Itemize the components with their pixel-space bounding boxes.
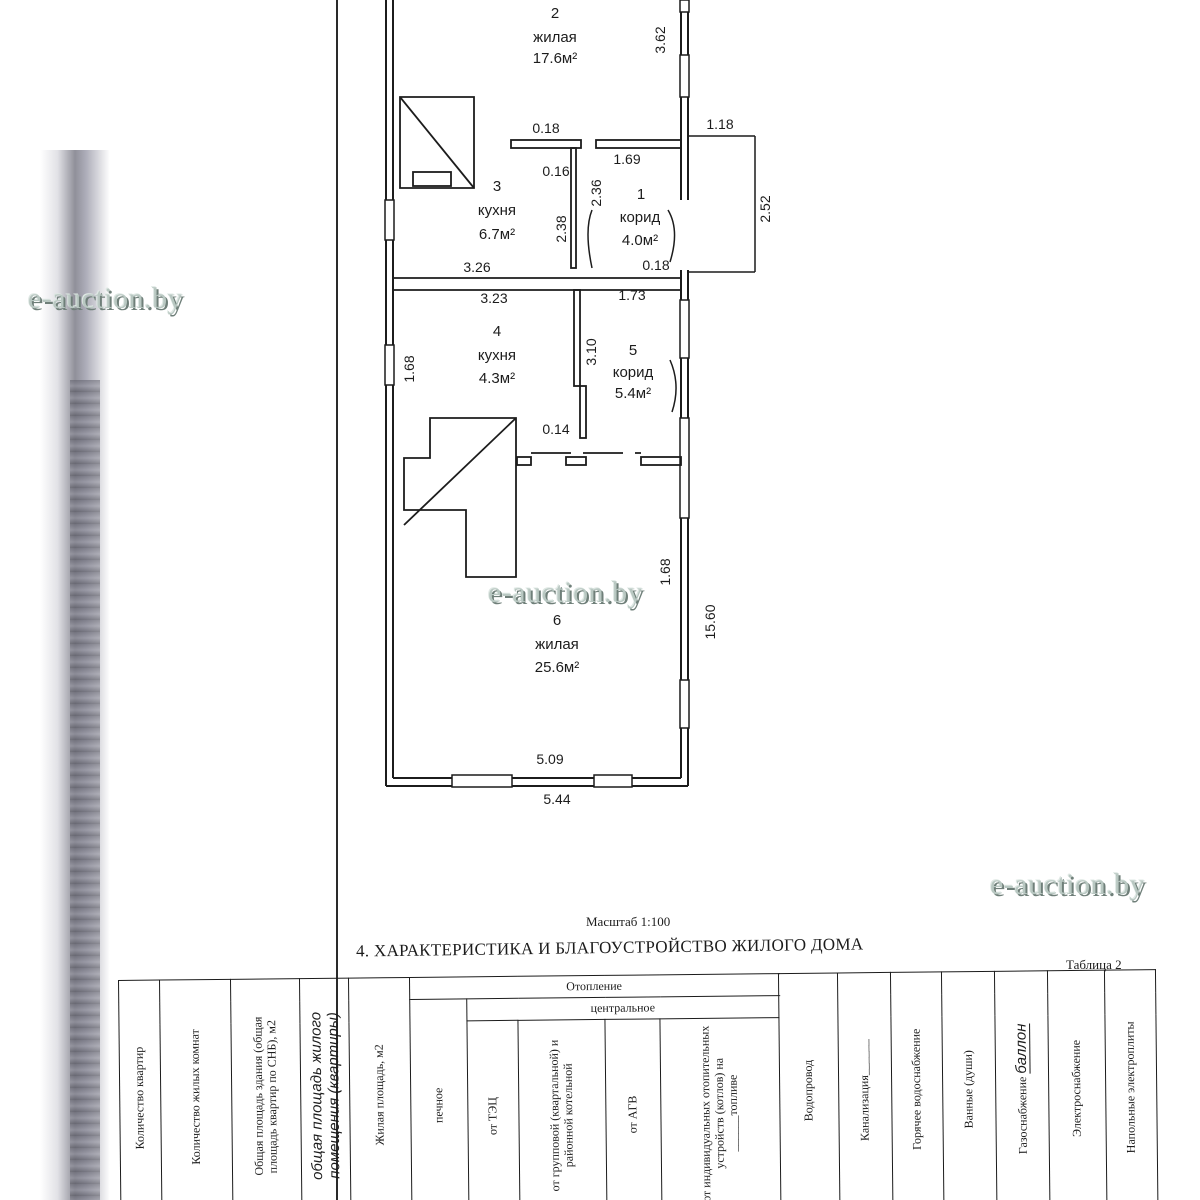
room-2-number: 2	[551, 5, 559, 22]
dim-0-14: 0.14	[542, 421, 569, 437]
header-stove: печное	[409, 998, 469, 1200]
room-3-type: кухня	[478, 202, 516, 219]
room-3-area: 6.7м²	[479, 226, 515, 243]
dim-3-10: 3.10	[583, 338, 599, 365]
header-apartments: Количество квартир	[118, 980, 163, 1200]
dim-15-60: 15.60	[702, 604, 718, 639]
door-swings	[587, 209, 677, 413]
room-4-type: кухня	[478, 347, 516, 364]
header-electric: Электроснабжение	[1047, 970, 1107, 1200]
dim-5-09: 5.09	[536, 751, 563, 767]
table-number-label: Таблица 2	[1066, 957, 1122, 972]
windows	[384, 0, 690, 788]
scan-binding-edge	[70, 380, 100, 1200]
header-water: Водопровод	[778, 972, 840, 1200]
room-4-number: 4	[493, 323, 501, 340]
dim-1-68-right: 1.68	[657, 558, 673, 585]
floor-plan: 2 жилая 17.6м² 3 кухня 6.7м² 1 корид 4.0…	[384, 0, 773, 807]
header-group-boiler: от групповой (квартальной) и районной ко…	[517, 1019, 607, 1200]
header-individual: от индивидуальных отопительных устройств…	[659, 1017, 781, 1200]
watermark-center: e-auction.by	[488, 576, 644, 609]
room-5-type: корид	[613, 364, 654, 381]
room-2-area: 17.6м²	[533, 50, 578, 67]
room-3-number: 3	[493, 178, 501, 195]
dim-3-23: 3.23	[480, 290, 507, 306]
dim-0-16: 0.16	[542, 163, 569, 179]
header-sewer: Канализация______	[837, 972, 893, 1200]
watermark-left: e-auction.by	[28, 282, 184, 315]
dim-3-62: 3.62	[652, 26, 668, 53]
room-4-area: 4.3м²	[479, 370, 515, 387]
header-baths: Ванные (души)	[941, 971, 997, 1200]
dim-2-36: 2.36	[588, 179, 604, 206]
header-gas: Газоснабжение баллон	[994, 970, 1050, 1200]
room-1-number: 1	[637, 186, 645, 203]
header-hot-water: Горячее водоснабжение	[890, 971, 944, 1200]
dim-1-68-left: 1.68	[401, 355, 417, 382]
section-title: 4. ХАРАКТЕРИСТИКА И БЛАГОУСТРОЙСТВО ЖИЛО…	[355, 934, 864, 961]
dim-2-38: 2.38	[553, 215, 569, 242]
dim-1-69: 1.69	[613, 151, 640, 167]
room-5-area: 5.4м²	[615, 385, 651, 402]
header-floor-stoves: Напольные электроплиты	[1104, 969, 1158, 1200]
room-6-type: жилая	[535, 636, 579, 653]
stove-upper	[399, 96, 475, 189]
dim-2-52: 2.52	[757, 195, 773, 222]
characteristics-table: Количество квартир Количество жилых комн…	[118, 969, 1159, 1200]
page-margin-line	[336, 0, 338, 1200]
room-2-type: жилая	[533, 29, 577, 46]
header-handwritten-area: общая площадь жилого помещения (квартиры…	[299, 978, 351, 1200]
header-tec: от ТЭЦ	[466, 1020, 520, 1200]
dim-0-18-right: 0.18	[642, 257, 669, 273]
dim-0-18-top: 0.18	[532, 120, 559, 136]
room-1-area: 4.0м²	[622, 232, 658, 249]
dim-1-18: 1.18	[706, 116, 733, 132]
scale-label: Масштаб 1:100	[586, 914, 671, 929]
header-total-area: Общая площадь здания (общая площадь квар…	[230, 978, 302, 1200]
header-living-area: Жилая площадь, м2	[348, 977, 412, 1200]
dim-3-26: 3.26	[463, 259, 490, 275]
dim-1-73: 1.73	[618, 287, 645, 303]
header-rooms: Количество жилых комнат	[159, 979, 233, 1200]
room-5-number: 5	[629, 342, 637, 359]
room-6-area: 25.6м²	[535, 659, 580, 676]
header-agv: от АГВ	[604, 1018, 662, 1200]
entrance-annex	[688, 135, 756, 273]
watermark-right: e-auction.by	[990, 868, 1146, 901]
gas-handwritten: баллон	[1012, 1023, 1031, 1074]
room-1-type: корид	[620, 209, 661, 226]
room-6-number: 6	[553, 612, 561, 629]
header-central: центральное	[466, 995, 779, 1021]
interior-walls	[393, 139, 682, 466]
stove-lower	[403, 417, 517, 578]
dim-5-44: 5.44	[543, 791, 570, 807]
